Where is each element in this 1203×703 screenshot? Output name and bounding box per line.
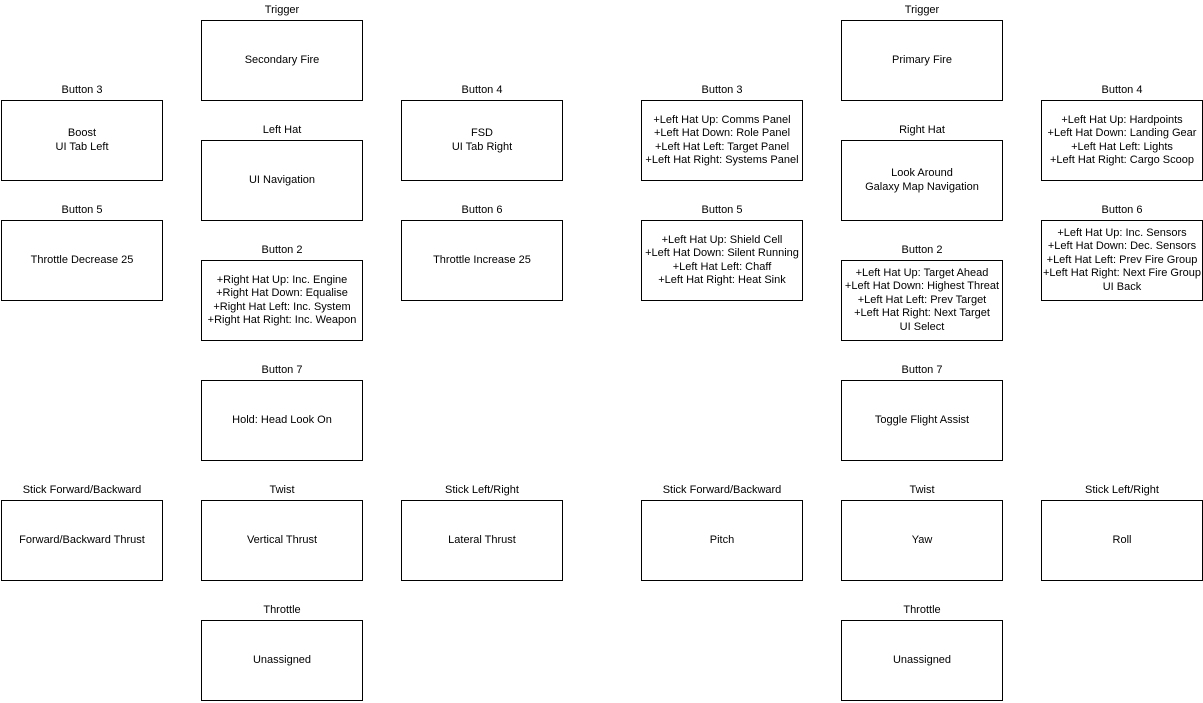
mapping-box: Hold: Head Look On — [201, 380, 363, 461]
mapping-box: Throttle Increase 25 — [401, 220, 563, 301]
control-label: Button 6 — [461, 204, 503, 216]
control-label: Button 3 — [61, 84, 103, 96]
mapping-line: Hold: Head Look On — [232, 413, 332, 426]
mapping-line: Vertical Thrust — [246, 533, 318, 546]
mapping-line: UI Tab Right — [451, 140, 513, 153]
control-label: Button 5 — [701, 204, 743, 216]
mapping-line: +Left Hat Down: Silent Running — [645, 247, 799, 260]
mapping-line: UI Back — [1102, 280, 1142, 293]
mapping-box: Unassigned — [201, 620, 363, 701]
control-label: Button 4 — [1101, 84, 1143, 96]
mapping-line: Galaxy Map Navigation — [865, 180, 979, 193]
control-label: Button 3 — [701, 84, 743, 96]
mapping-line: +Left Hat Left: Lights — [1071, 140, 1173, 153]
mapping-line: +Left Hat Up: Inc. Sensors — [1057, 226, 1187, 239]
mapping-box: Forward/Backward Thrust — [1, 500, 163, 581]
control-label: Stick Left/Right — [1085, 484, 1159, 496]
mapping-box: Yaw — [841, 500, 1003, 581]
mapping-line: +Left Hat Up: Shield Cell — [661, 233, 783, 246]
mapping-line: +Right Hat Right: Inc. Weapon — [207, 313, 357, 326]
mapping-line: Toggle Flight Assist — [874, 413, 970, 426]
mapping-box: Primary Fire — [841, 20, 1003, 101]
mapping-box: Look Around Galaxy Map Navigation — [841, 140, 1003, 221]
control-label: Trigger — [264, 4, 300, 16]
mapping-box: Throttle Decrease 25 — [1, 220, 163, 301]
control-label: Button 7 — [901, 364, 943, 376]
mapping-line: FSD — [471, 127, 493, 140]
mapping-line: +Left Hat Right: Next Target — [854, 307, 990, 320]
mapping-line: Secondary Fire — [244, 53, 320, 66]
control-label: Stick Left/Right — [445, 484, 519, 496]
mapping-line: Boost — [67, 127, 97, 140]
mapping-line: +Right Hat Left: Inc. System — [213, 300, 351, 313]
mapping-box: +Right Hat Up: Inc. Engine +Right Hat Do… — [201, 260, 363, 341]
mapping-box: Lateral Thrust — [401, 500, 563, 581]
mapping-box: FSD UI Tab Right — [401, 100, 563, 181]
control-label: Throttle — [903, 604, 941, 616]
mapping-box: +Left Hat Up: Shield Cell +Left Hat Down… — [641, 220, 803, 301]
control-label: Trigger — [904, 4, 940, 16]
mapping-box: +Left Hat Up: Target Ahead +Left Hat Dow… — [841, 260, 1003, 341]
mapping-line: Unassigned — [892, 653, 952, 666]
mapping-line: Forward/Backward Thrust — [19, 533, 145, 546]
mapping-box: Unassigned — [841, 620, 1003, 701]
mapping-line: +Left Hat Down: Dec. Sensors — [1047, 240, 1197, 253]
mapping-line: +Left Hat Up: Comms Panel — [653, 113, 791, 126]
mapping-line: +Left Hat Up: Target Ahead — [855, 266, 989, 279]
mapping-box: +Left Hat Up: Inc. Sensors +Left Hat Dow… — [1041, 220, 1203, 301]
mapping-line: Throttle Decrease 25 — [30, 253, 134, 266]
mapping-box: UI Navigation — [201, 140, 363, 221]
mapping-box: Secondary Fire — [201, 20, 363, 101]
mapping-line: Roll — [1112, 533, 1132, 546]
control-label: Stick Forward/Backward — [22, 484, 142, 496]
mapping-line: +Left Hat Left: Chaff — [672, 260, 772, 273]
control-label: Button 7 — [261, 364, 303, 376]
control-label: Stick Forward/Backward — [662, 484, 782, 496]
mapping-line: +Right Hat Up: Inc. Engine — [216, 273, 348, 286]
mapping-box: Vertical Thrust — [201, 500, 363, 581]
mapping-line: UI Tab Left — [55, 140, 109, 153]
mapping-line: +Left Hat Right: Next Fire Group — [1042, 267, 1202, 280]
control-label: Throttle — [263, 604, 301, 616]
mapping-line: +Left Hat Right: Cargo Scoop — [1050, 153, 1194, 166]
control-label: Right Hat — [899, 124, 945, 136]
mapping-box: Toggle Flight Assist — [841, 380, 1003, 461]
mapping-line: UI Navigation — [248, 173, 316, 186]
mapping-box: Roll — [1041, 500, 1203, 581]
mapping-box: Boost UI Tab Left — [1, 100, 163, 181]
mapping-line: +Left Hat Left: Prev Fire Group — [1046, 253, 1198, 266]
mapping-line: Look Around — [891, 167, 953, 180]
control-label: Button 6 — [1101, 204, 1143, 216]
mapping-line: Lateral Thrust — [448, 533, 516, 546]
control-label: Button 5 — [61, 204, 103, 216]
mapping-line: +Left Hat Right: Heat Sink — [658, 273, 786, 286]
mapping-line: Yaw — [911, 533, 933, 546]
mapping-line: +Left Hat Left: Prev Target — [857, 293, 987, 306]
mapping-box: +Left Hat Up: Hardpoints +Left Hat Down:… — [1041, 100, 1203, 181]
mapping-box: +Left Hat Up: Comms Panel +Left Hat Down… — [641, 100, 803, 181]
control-label: Button 4 — [461, 84, 503, 96]
control-label: Button 2 — [261, 244, 303, 256]
control-label: Left Hat — [262, 124, 302, 136]
mapping-line: Primary Fire — [892, 53, 952, 66]
control-label: Twist — [909, 484, 935, 496]
control-label: Button 2 — [901, 244, 943, 256]
mapping-line: Throttle Increase 25 — [433, 253, 531, 266]
control-label: Twist — [269, 484, 295, 496]
mapping-line: +Right Hat Down: Equalise — [216, 287, 348, 300]
mapping-line: Pitch — [709, 533, 735, 546]
mapping-line: +Left Hat Up: Hardpoints — [1061, 113, 1183, 126]
mapping-line: +Left Hat Down: Landing Gear — [1047, 127, 1197, 140]
mapping-line: Unassigned — [252, 653, 312, 666]
mapping-line: +Left Hat Down: Role Panel — [653, 127, 791, 140]
mapping-line: +Left Hat Down: Highest Threat — [844, 280, 1000, 293]
mapping-line: UI Select — [899, 320, 945, 333]
mapping-line: +Left Hat Left: Target Panel — [654, 140, 790, 153]
mapping-line: +Left Hat Right: Systems Panel — [645, 153, 799, 166]
mapping-box: Pitch — [641, 500, 803, 581]
